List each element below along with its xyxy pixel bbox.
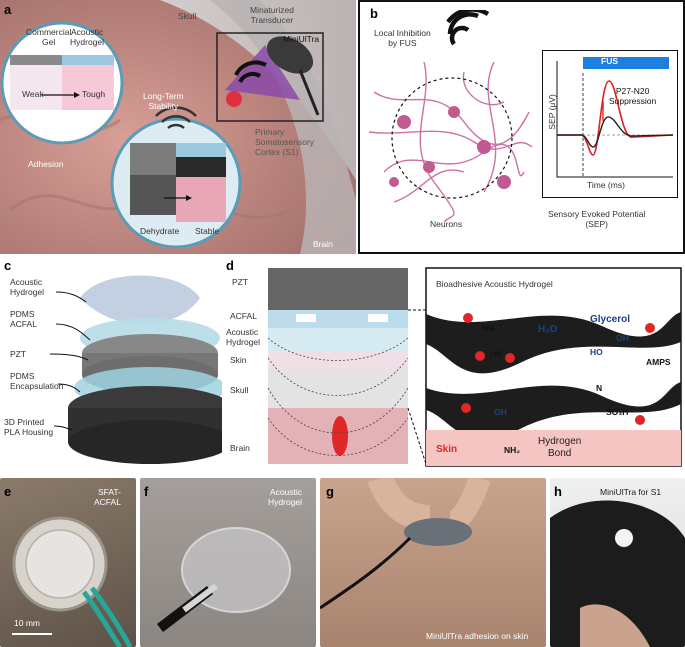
dehydrate-label: Dehydrate	[140, 226, 180, 236]
sep-axes	[556, 61, 673, 178]
d-skin-red-label: Skin	[436, 444, 458, 455]
d-so3h-label: SO₃H	[606, 407, 629, 417]
c-pzt-label: PZT	[10, 349, 27, 359]
transducer-label: Minaturized Transducer	[250, 5, 294, 25]
d-h2o-label: H₂O	[538, 324, 558, 335]
panel-h-photo: h MiniUlTra for S1	[550, 478, 685, 647]
panel-a: a Skull Minaturized Transducer MiniUlTra…	[0, 0, 356, 254]
device-exploded-illustration	[49, 275, 232, 464]
panel-a-label: a	[4, 2, 12, 17]
panel-h-label: h	[554, 484, 562, 499]
adhesion-photo	[320, 478, 491, 610]
suppression-label: P27-N20 Suppression	[609, 86, 657, 106]
d-oh2-label: OH	[494, 407, 507, 417]
panel-f-label: f	[144, 484, 149, 499]
neurons-label: Neurons	[430, 219, 463, 229]
local-inhibition-label: Local Inhibition by FUS	[374, 28, 431, 48]
hydrogel-photo	[156, 527, 291, 632]
panel-a-illustration	[0, 0, 356, 254]
f-caption: Acoustic Hydrogel	[268, 487, 303, 507]
primary-cortex-label: Primary Somatosensory Cortex (S1)	[255, 127, 315, 157]
d-ho-label: HO	[590, 347, 603, 357]
d-n-label: N	[596, 383, 603, 393]
stable-label: Stable	[195, 226, 220, 236]
d-bioadhesive-label: Bioadhesive Acoustic Hydrogel	[436, 279, 553, 289]
e-scale-label: 10 mm	[14, 618, 40, 628]
c-pdms-enc-label: PDMS Encapsulation	[10, 371, 64, 391]
e-caption: SFAT- ACFAL	[94, 487, 121, 507]
panel-e-photo: e SFAT- ACFAL 10 mm	[0, 478, 136, 647]
sep-xlabel: Time (ms)	[587, 180, 625, 190]
sep-chart: FUS P27-N20 Suppression SEP (μV) Time (m…	[542, 50, 678, 198]
head-photo	[550, 500, 685, 647]
sep-series-1	[557, 80, 674, 156]
d-glycerol-label: Glycerol	[590, 314, 631, 325]
long-term-label: Long-Term Stability	[143, 91, 184, 111]
d-hn2-label: HN	[490, 349, 503, 359]
panel-g-label: g	[326, 484, 334, 499]
panel-e-label: e	[4, 484, 12, 499]
d-hydrogen-bond-label: Hydrogen Bond	[538, 436, 582, 459]
brain-label: Brain	[313, 239, 333, 249]
d-pzt-label: PZT	[232, 277, 249, 287]
c-hydrogel-label: Acoustic Hydrogel	[10, 277, 45, 297]
d-amps-label: AMPS	[646, 357, 671, 367]
neurons-illustration	[368, 61, 533, 222]
d-skull-label: Skull	[230, 385, 249, 395]
acoustic-hydrogel-label: Acoustic Hydrogel	[70, 27, 105, 47]
d-brain-label: Brain	[230, 443, 250, 453]
sep-ylabel: SEP (μV)	[546, 94, 557, 130]
panel-b-label: b	[370, 6, 378, 21]
fus-bar	[583, 57, 669, 69]
d-acfal-label: ACFAL	[230, 311, 257, 321]
c-housing-label: 3D Printed PLA Housing	[4, 417, 54, 437]
c-pdms-acfal-label: PDMS ACFAL	[10, 309, 37, 329]
d-nh2-label: NH₂	[504, 445, 521, 455]
panel-c-label: c	[4, 258, 12, 273]
panel-f-photo: f Acoustic Hydrogel	[140, 478, 316, 647]
d-skin-label: Skin	[230, 355, 247, 365]
sep-title: Sensory Evoked Potential (SEP)	[548, 209, 646, 229]
panel-b: b Local Inhibition by FUS Neurons FUS P2…	[358, 0, 685, 254]
d-hn-label: HN	[482, 323, 495, 333]
sep-series-0	[557, 116, 674, 148]
device-photo	[12, 516, 133, 647]
commercial-gel-label: Commercial Gel	[26, 27, 72, 47]
d-layers-illustration	[267, 267, 682, 467]
fus-bar-label: FUS	[601, 56, 618, 66]
skull-label: Skull	[178, 11, 197, 21]
adhesion-label: Adhesion	[28, 159, 64, 169]
panel-g-photo: g MiniUlTra adhesion on skin	[320, 478, 546, 647]
d-hydrogel-label: Acoustic Hydrogel	[226, 327, 261, 347]
fus-icon	[446, 10, 490, 46]
panel-d: d PZT ACFAL Acoustic Hydrogel Skin Skull…	[222, 258, 685, 474]
d-oh1-label: OH	[616, 333, 629, 343]
g-caption: MiniUlTra adhesion on skin	[426, 631, 529, 641]
weak-label: Weak	[22, 89, 44, 99]
miniultra-label: MiniUlTra	[283, 34, 320, 44]
sep-plot	[556, 57, 674, 178]
panel-c: c Acoustic Hydrogel PDMS ACFAL PZT PDMS …	[0, 258, 232, 474]
h-caption: MiniUlTra for S1	[600, 487, 662, 497]
panel-d-label: d	[226, 258, 234, 273]
tough-label: Tough	[82, 89, 106, 99]
